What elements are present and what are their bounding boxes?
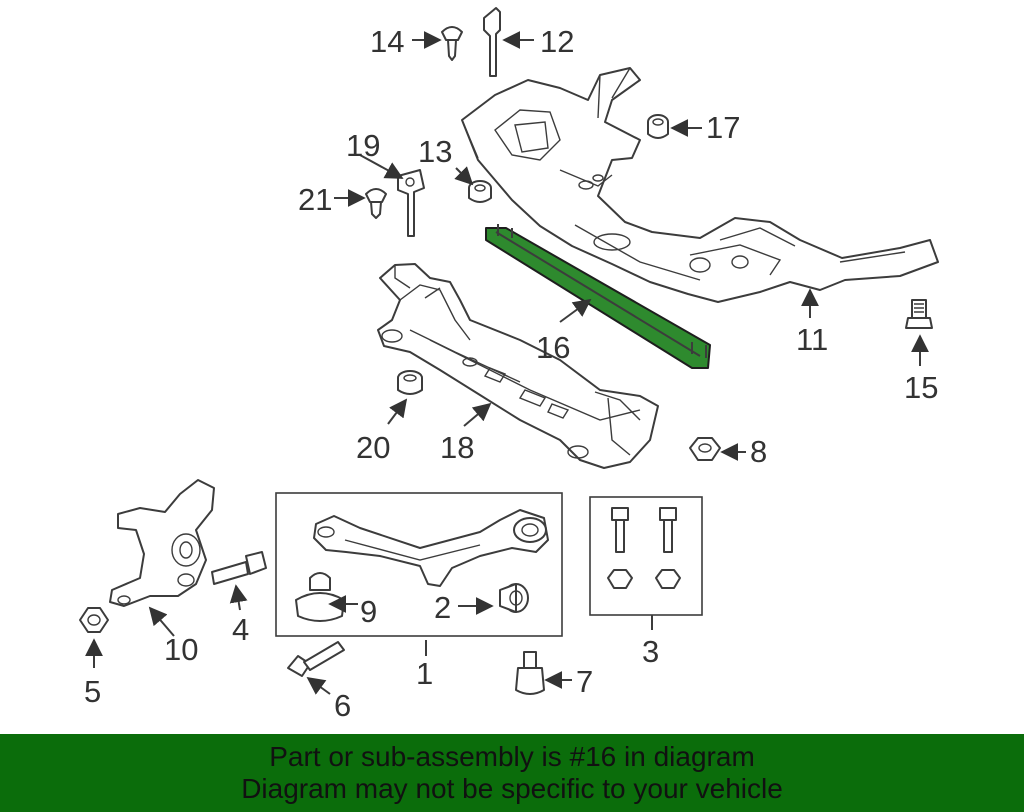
front-subframe-part-11: [461, 67, 939, 303]
ball-joint-part-9: [295, 572, 345, 622]
leader-lines: [85, 31, 929, 695]
bushing-part-13: [468, 180, 492, 203]
callout-6: 6: [334, 688, 351, 723]
callout-9: 9: [360, 594, 377, 629]
callout-15: 15: [904, 370, 938, 405]
bushing-part-2: [499, 583, 529, 613]
crossmember-part-18: [377, 263, 659, 469]
callout-20: 20: [356, 430, 390, 465]
push-clip-part-14: [441, 26, 463, 61]
callout-7: 7: [576, 664, 593, 699]
bushing-part-20: [397, 370, 423, 395]
nut-part-5: [79, 607, 109, 633]
banner-line-2: Diagram may not be specific to your vehi…: [241, 773, 783, 804]
callout-10: 10: [164, 632, 198, 667]
bushing-part-17: [647, 114, 669, 139]
callout-18: 18: [440, 430, 474, 465]
hardware-kit-part-3: [607, 507, 681, 589]
bolt-part-15: [905, 299, 933, 329]
info-banner: Part or sub-assembly is #16 in diagram D…: [0, 734, 1024, 812]
control-arm-part-1: [313, 509, 549, 587]
callout-2: 2: [434, 590, 451, 625]
callout-8: 8: [750, 434, 767, 469]
bracket-part-12: [483, 7, 501, 77]
callout-numbers: 14 12 17 19 13 21 11 16 15 20 18 8 9 2 4…: [84, 24, 938, 723]
callout-14: 14: [370, 24, 404, 59]
bolt-part-4: [211, 551, 267, 585]
callout-1: 1: [416, 656, 433, 691]
control-arm-box: [275, 492, 563, 637]
knuckle-part-10: [109, 479, 215, 607]
callout-17: 17: [706, 110, 740, 145]
nut-part-8: [689, 437, 721, 461]
diagram-canvas: 14 12 17 19 13 21 11 16 15 20 18 8 9 2 4…: [79, 7, 939, 723]
bushing-part-7: [515, 651, 545, 695]
push-clip-part-21: [365, 188, 387, 219]
hardware-kit-box: [589, 496, 703, 616]
callout-13: 13: [418, 134, 452, 169]
callout-11: 11: [796, 322, 828, 357]
callout-4: 4: [232, 612, 249, 647]
callout-21: 21: [298, 182, 332, 217]
banner-line-1: Part or sub-assembly is #16 in diagram: [269, 741, 755, 772]
brace-bar-part-16: [485, 224, 711, 369]
callout-16: 16: [536, 330, 570, 365]
callout-3: 3: [642, 634, 659, 669]
callout-5: 5: [84, 674, 101, 709]
callout-19: 19: [346, 128, 380, 163]
bracket-part-19: [397, 169, 425, 237]
callout-12: 12: [540, 24, 574, 59]
bolt-part-6: [287, 641, 345, 677]
